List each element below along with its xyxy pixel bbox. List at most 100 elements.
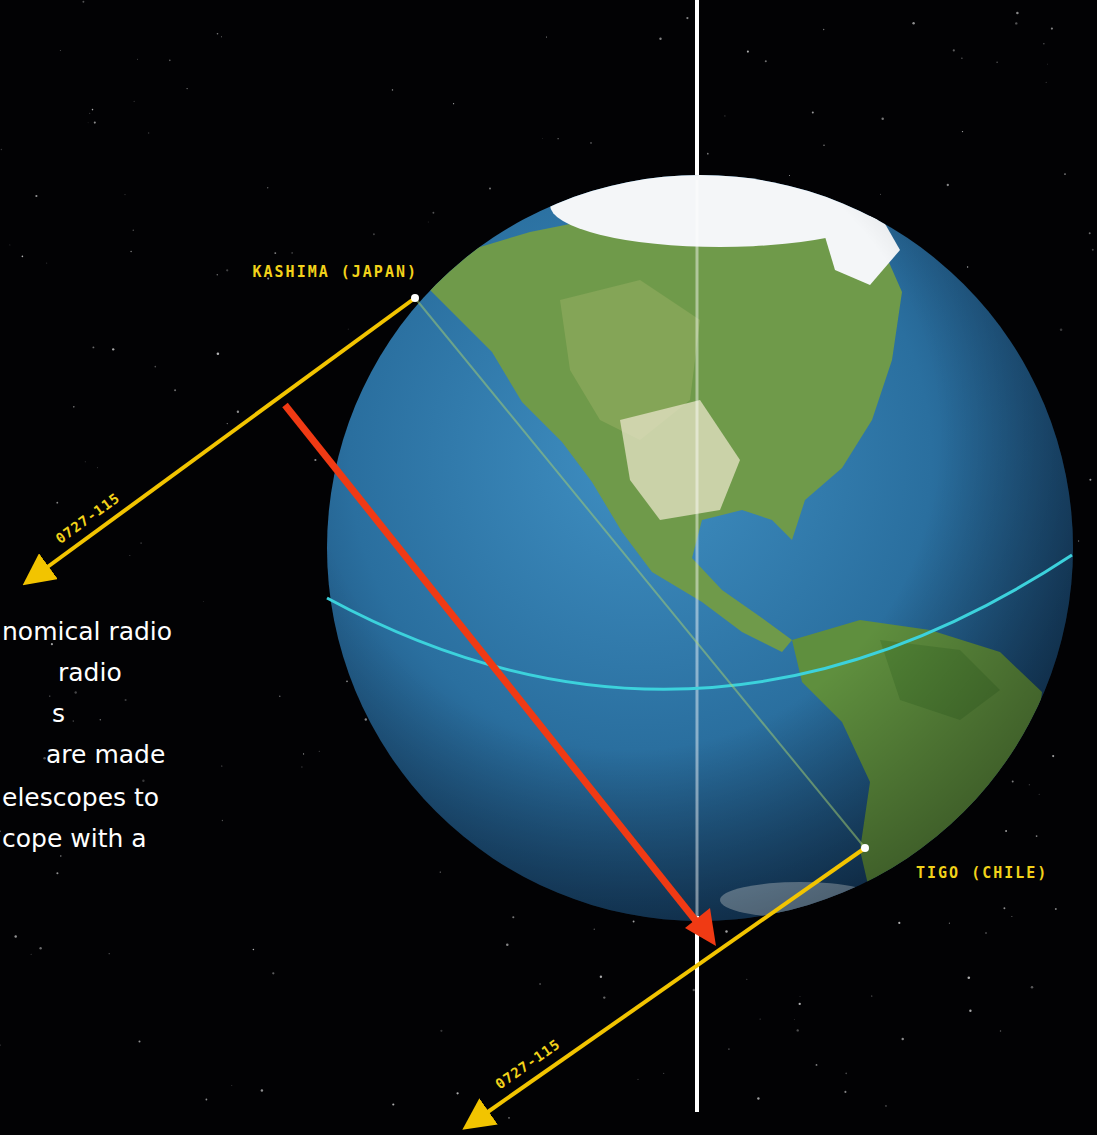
star <box>221 765 222 766</box>
star <box>546 37 547 38</box>
star <box>142 780 144 782</box>
star <box>823 145 824 146</box>
star <box>318 750 320 752</box>
station-dot <box>861 844 869 852</box>
star <box>138 1040 140 1042</box>
star <box>140 542 142 544</box>
star <box>812 111 814 113</box>
star <box>205 1099 207 1101</box>
star <box>274 252 276 254</box>
star <box>760 1019 761 1020</box>
star <box>217 353 220 356</box>
star <box>962 131 963 132</box>
earth-globe <box>327 175 1073 921</box>
star <box>985 932 986 933</box>
star <box>1092 249 1094 251</box>
baseline <box>415 298 865 848</box>
star <box>202 600 204 602</box>
star <box>1029 784 1030 785</box>
star <box>87 122 89 124</box>
star <box>793 1019 795 1021</box>
star <box>663 1073 664 1074</box>
star <box>725 930 727 932</box>
star <box>222 820 223 821</box>
star <box>73 720 75 722</box>
star <box>97 467 99 469</box>
equator <box>327 555 1072 689</box>
star <box>261 1089 263 1091</box>
star <box>46 263 47 264</box>
star <box>600 976 602 978</box>
star <box>823 29 824 30</box>
star <box>253 949 255 951</box>
star <box>272 972 274 974</box>
star <box>789 175 790 176</box>
star <box>267 187 268 188</box>
star <box>100 719 102 721</box>
star <box>59 49 61 51</box>
star <box>227 423 228 424</box>
star <box>885 1105 886 1106</box>
body-text: radio <box>58 658 122 687</box>
source-direction <box>42 298 415 571</box>
star <box>432 212 434 214</box>
star <box>1031 986 1034 989</box>
star <box>112 348 114 350</box>
star <box>506 944 509 947</box>
star <box>169 59 171 61</box>
star <box>221 36 222 37</box>
star <box>226 269 228 271</box>
star <box>1 149 3 151</box>
star <box>799 995 801 997</box>
star <box>512 916 514 918</box>
star <box>968 976 971 979</box>
star <box>912 22 914 24</box>
star <box>489 188 491 190</box>
star <box>1051 28 1053 30</box>
star <box>707 153 709 155</box>
star <box>148 132 150 134</box>
body-text: s <box>52 699 65 728</box>
station-name: TIGO (CHILE) <box>916 864 1048 882</box>
star <box>1052 755 1054 757</box>
star <box>35 195 37 197</box>
body-text: are made <box>46 740 165 769</box>
star <box>347 328 349 330</box>
star <box>816 1064 818 1066</box>
star <box>799 1003 801 1005</box>
star <box>969 1010 971 1012</box>
star <box>75 691 77 693</box>
star <box>765 60 767 62</box>
star <box>539 983 541 985</box>
star <box>1003 907 1005 909</box>
star <box>314 459 316 461</box>
star <box>56 502 58 504</box>
star <box>231 1085 233 1087</box>
star <box>947 184 949 186</box>
star <box>292 252 293 253</box>
star <box>1089 232 1091 234</box>
star <box>124 194 125 195</box>
star <box>1005 830 1007 832</box>
star <box>724 115 725 116</box>
star <box>453 103 454 104</box>
star <box>217 274 219 276</box>
star <box>1036 835 1038 837</box>
star <box>558 138 559 139</box>
star <box>73 406 75 408</box>
star <box>14 935 16 937</box>
star <box>92 109 94 111</box>
star <box>594 929 596 931</box>
star <box>1000 1030 1001 1031</box>
source-name: 0727-115 <box>53 489 123 546</box>
star <box>427 221 429 223</box>
star <box>174 389 176 391</box>
star <box>633 921 635 923</box>
star <box>1015 22 1017 24</box>
star <box>237 411 239 413</box>
star <box>747 51 749 53</box>
delay-arrow <box>285 405 700 926</box>
star <box>1039 794 1040 795</box>
star <box>154 366 156 368</box>
